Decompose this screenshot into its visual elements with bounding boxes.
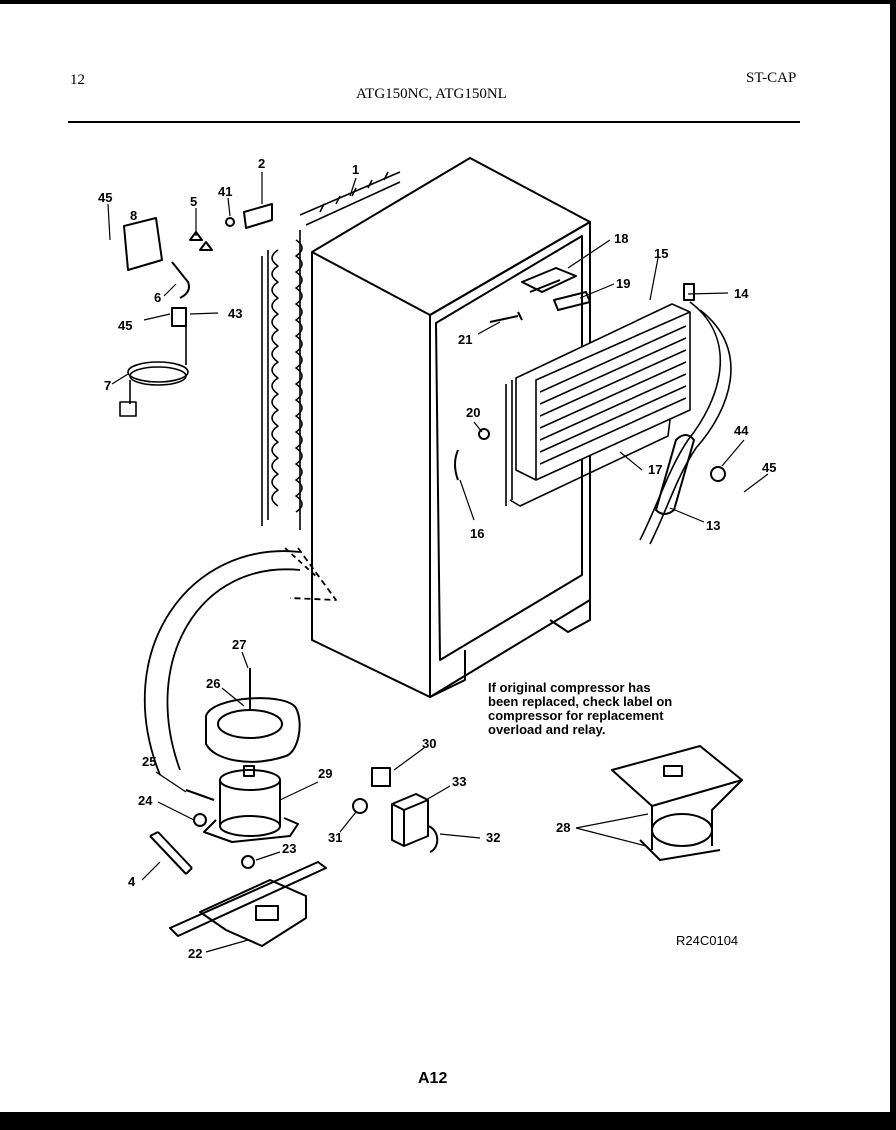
evaporator-part-15: [505, 303, 691, 507]
wire-part-32: [427, 825, 439, 853]
callout-32: 32: [486, 830, 500, 845]
note-line-4: overload and relay.: [488, 722, 606, 737]
callout-4: 4: [128, 874, 136, 889]
part-16: [454, 449, 459, 481]
relay-part-43: [171, 307, 187, 327]
callout-45c: 45: [762, 460, 776, 475]
note-line-1: If original compressor has: [488, 680, 651, 695]
screw-part-21: [489, 311, 523, 323]
clips-part-5: [189, 231, 213, 251]
page-number: 12: [70, 72, 85, 88]
power-cord-part-7: [119, 326, 189, 417]
bracket-part-8: [123, 217, 163, 271]
callout-24: 24: [138, 793, 153, 808]
page-border-bottom: [0, 1112, 896, 1130]
bracket-part-2: [243, 203, 273, 229]
bracket-part-19: [553, 291, 591, 311]
section-code: ST-CAP: [746, 70, 797, 86]
callout-14: 14: [734, 286, 749, 301]
callout-20: 20: [466, 405, 480, 420]
alt-compressor-part-28: [611, 745, 743, 861]
callout-18: 18: [614, 231, 628, 246]
page-border-right: [890, 0, 896, 1130]
grommet-part-24: [193, 813, 207, 827]
callout-28: 28: [556, 820, 570, 835]
leader-lines: [107, 172, 769, 953]
callout-44: 44: [734, 423, 749, 438]
part-44: [710, 466, 726, 482]
condenser-coil: [261, 171, 401, 530]
part-31: [352, 798, 368, 814]
drier-part-4: [149, 831, 193, 875]
callout-6: 6: [154, 290, 161, 305]
callout-30: 30: [422, 736, 436, 751]
note-line-2: been replaced, check label on: [488, 694, 673, 709]
callout-15: 15: [654, 246, 668, 261]
callout-16: 16: [470, 526, 484, 541]
clip-part-20: [478, 428, 490, 440]
wire-part-6: [171, 261, 190, 299]
model-numbers: ATG150NC, ATG150NL: [356, 86, 507, 102]
header-rule: [68, 121, 800, 123]
relay-part-30: [371, 767, 391, 787]
callout-22: 22: [188, 946, 202, 961]
compressor-note: If original compressor has been replaced…: [488, 681, 728, 737]
callout-8: 8: [130, 208, 137, 223]
callout-31: 31: [328, 830, 342, 845]
grommet-part-23: [241, 855, 255, 869]
note-line-3: compressor for replacement: [488, 708, 664, 723]
callout-45a: 45: [98, 190, 112, 205]
sensor-part-14: [683, 283, 695, 301]
callout-5: 5: [190, 194, 197, 209]
callout-29: 29: [318, 766, 332, 781]
callout-labels: 45 8 41 2 1 5 6 43 45 7 18 15 14 19 21 2…: [98, 156, 776, 961]
callout-33: 33: [452, 774, 466, 789]
callout-23: 23: [282, 841, 296, 856]
callout-7: 7: [104, 378, 111, 393]
callout-27: 27: [232, 637, 246, 652]
page-label: A12: [418, 1070, 448, 1087]
callout-43: 43: [228, 306, 242, 321]
callout-2: 2: [258, 156, 265, 171]
compressor-part-29: [203, 765, 299, 843]
tube-part-25: [185, 789, 215, 801]
callout-13: 13: [706, 518, 720, 533]
page-border-top: [0, 0, 896, 4]
callout-17: 17: [648, 462, 662, 477]
callout-26: 26: [206, 676, 220, 691]
callout-19: 19: [616, 276, 630, 291]
direction-arrow: [143, 547, 337, 776]
callout-21: 21: [458, 332, 472, 347]
callout-1: 1: [352, 162, 359, 177]
figure-id: R24C0104: [676, 933, 739, 948]
overload-part-33: [391, 793, 429, 847]
drain-pan-part-22: [169, 861, 327, 947]
callout-25: 25: [142, 754, 156, 769]
bracket-part-18: [521, 267, 577, 293]
compressor-base-part-26: [205, 668, 301, 763]
screw-part-41: [225, 217, 235, 227]
callout-41: 41: [218, 184, 232, 199]
callout-45b: 45: [118, 318, 132, 333]
